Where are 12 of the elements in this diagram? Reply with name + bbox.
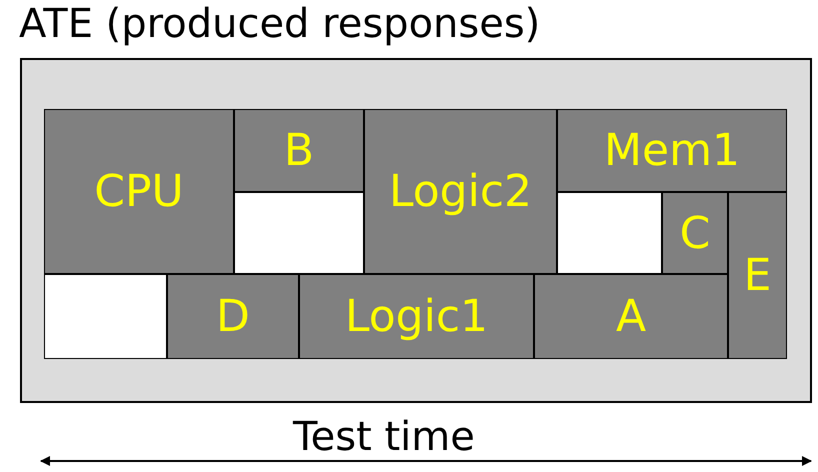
block-box: A <box>534 274 728 359</box>
axis-label: Test time <box>293 417 475 457</box>
block-box: CPU <box>44 109 234 274</box>
block-box: E <box>728 192 787 359</box>
block-box: D <box>167 274 299 359</box>
block-box: C <box>662 192 728 274</box>
block-box: Logic2 <box>364 109 557 274</box>
block-box: Logic1 <box>299 274 534 359</box>
panel-title: ATE (produced responses) <box>19 4 540 44</box>
empty-box <box>234 192 364 274</box>
block-box: Mem1 <box>557 109 787 192</box>
block-box: B <box>234 109 364 192</box>
